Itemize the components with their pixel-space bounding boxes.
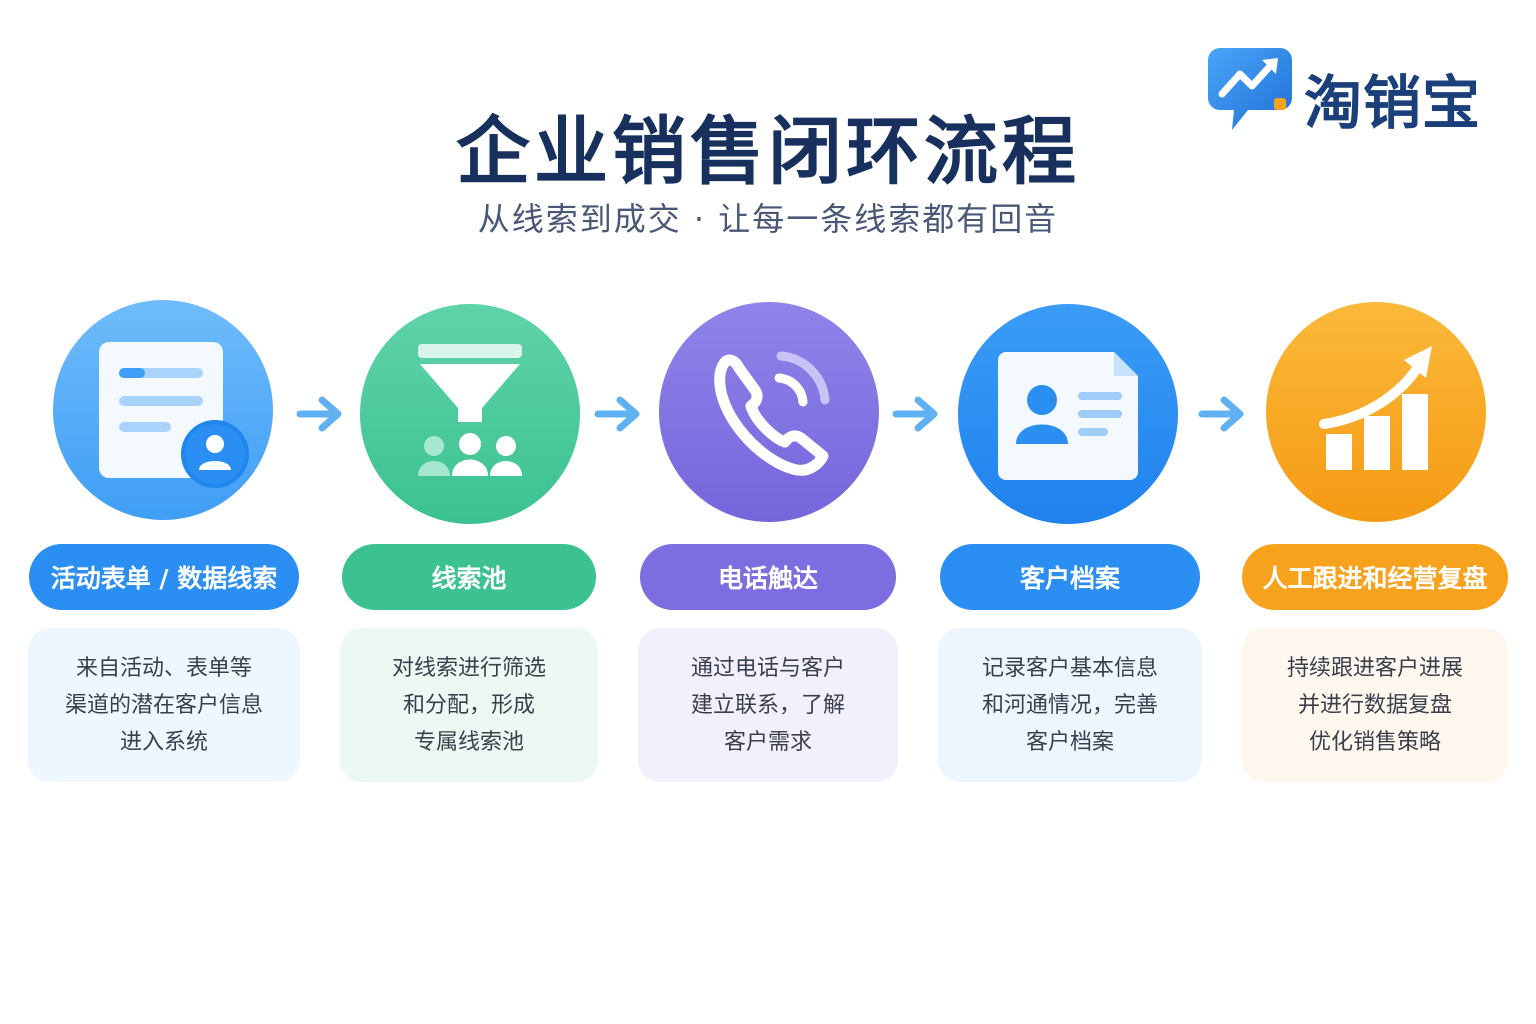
- step-description-line: 优化销售策略: [1308, 729, 1441, 755]
- step-description-line: 进入系统: [119, 729, 208, 755]
- contact-card-icon: [958, 304, 1178, 524]
- step-description-line: 来自活动、表单等: [75, 655, 252, 681]
- step-description-leads-form: 来自活动、表单等 渠道的潜在客户信息 进入系统: [28, 628, 300, 782]
- step-description-line: 并进行数据复盘: [1297, 692, 1452, 718]
- step-label-customer-profile: 客户档案: [940, 544, 1200, 610]
- funnel-people-icon: [360, 304, 580, 524]
- step-label-leads-form: 活动表单 / 数据线索: [29, 544, 299, 610]
- step-description-line: 持续跟进客户进展: [1286, 655, 1463, 681]
- step-description-line: 和河通情况，完善: [981, 692, 1158, 718]
- brand-name: 淘销宝: [1304, 69, 1482, 137]
- arrow-right-icon: [892, 396, 938, 432]
- step-description-customer-profile: 记录客户基本信息 和河通情况，完善 客户档案: [938, 628, 1202, 782]
- phone-call-icon: [659, 302, 879, 522]
- page-title: 企业销售闭环流程: [456, 109, 1080, 195]
- step-description-line: 建立联系，了解: [690, 692, 845, 718]
- step-description-line: 通过电话与客户: [690, 655, 845, 681]
- step-description-line: 和分配，形成: [402, 692, 535, 718]
- brand-logo: 淘销宝: [1206, 46, 1481, 137]
- step-description-line: 记录客户基本信息: [981, 655, 1158, 681]
- step-label-phone-outreach: 电话触达: [640, 544, 896, 610]
- step-description-line: 渠道的潜在客户信息: [64, 692, 263, 718]
- arrow-right-icon: [1198, 396, 1244, 432]
- step-description-phone-outreach: 通过电话与客户 建立联系，了解 客户需求: [638, 628, 898, 782]
- growth-chart-icon: [1266, 302, 1486, 522]
- step-description-followup-review: 持续跟进客户进展 并进行数据复盘 优化销售策略: [1242, 628, 1508, 782]
- step-description-line: 对线索进行筛选: [391, 655, 546, 681]
- step-description-line: 客户档案: [1025, 729, 1114, 755]
- step-description-line: 客户需求: [723, 729, 812, 755]
- form-with-user-icon: [53, 300, 273, 520]
- page-subtitle: 从线索到成交 · 让每一条线索都有回音: [477, 200, 1059, 238]
- step-label-lead-pool: 线索池: [342, 544, 596, 610]
- trend-chart-logo-icon: [1208, 48, 1292, 130]
- step-description-lead-pool: 对线索进行筛选 和分配，形成 专属线索池: [340, 628, 598, 782]
- arrow-right-icon: [594, 396, 640, 432]
- step-label-followup-review: 人工跟进和经营复盘: [1242, 544, 1508, 610]
- step-description-line: 专属线索池: [413, 729, 524, 755]
- arrow-right-icon: [296, 396, 342, 432]
